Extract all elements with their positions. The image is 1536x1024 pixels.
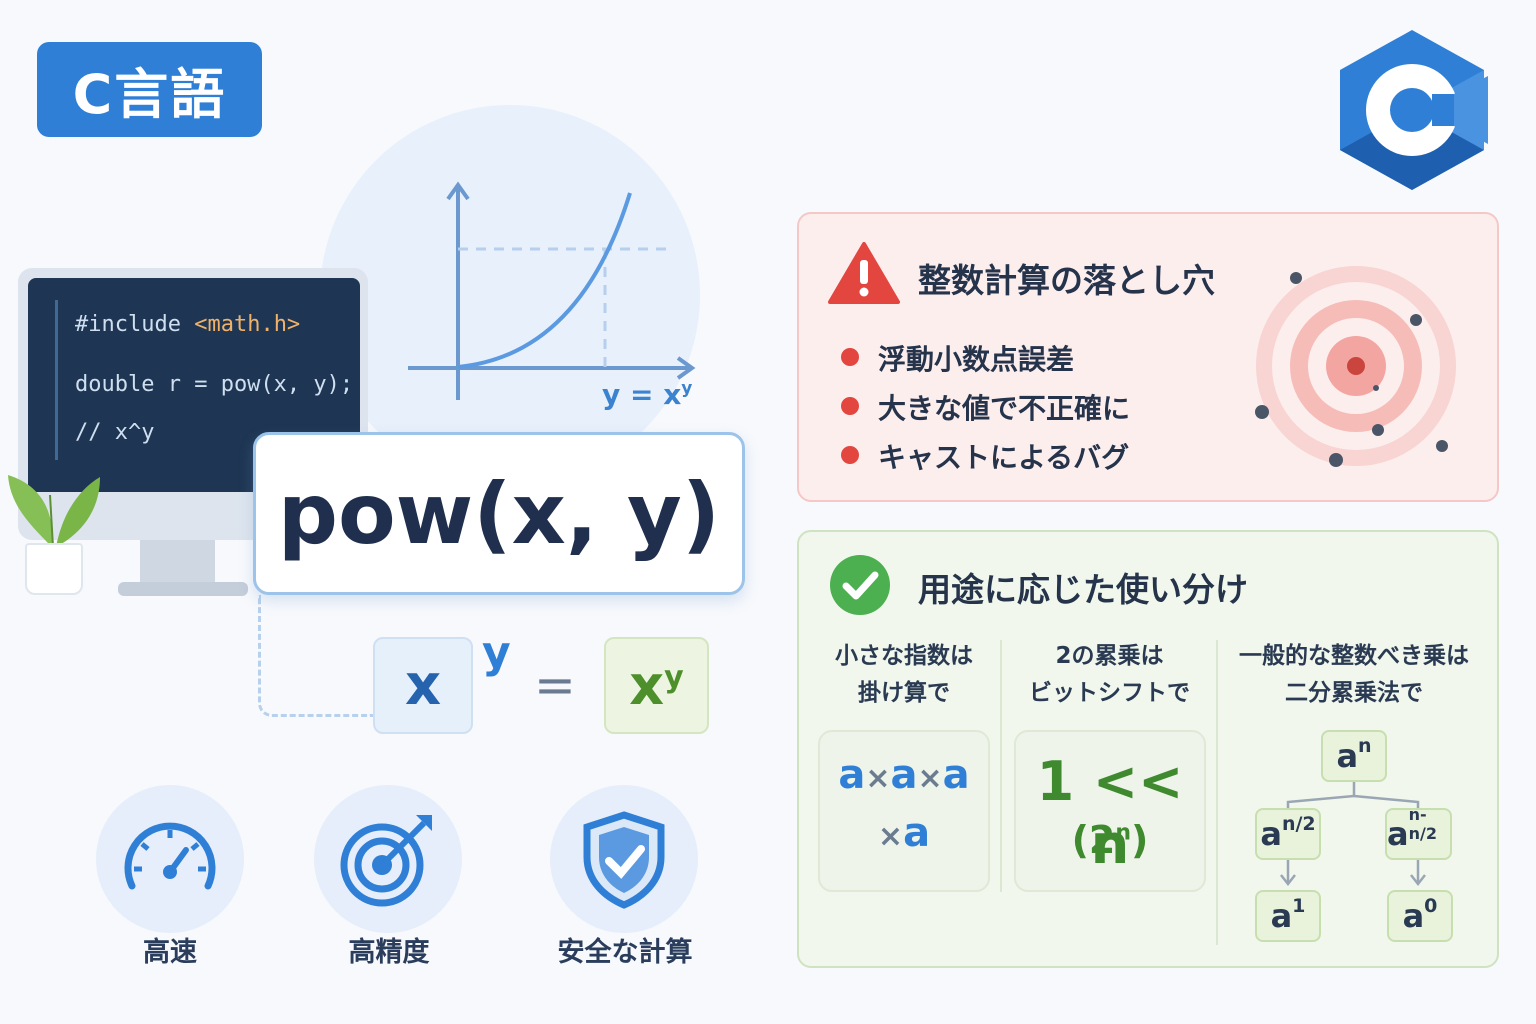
bullet-dot bbox=[841, 348, 859, 366]
code-line-include: #include <math.h> bbox=[75, 312, 301, 337]
usage-title: 用途に応じた使い分け bbox=[918, 570, 1248, 609]
monitor-stand-neck bbox=[140, 540, 215, 585]
power-tree-connectors bbox=[1280, 782, 1426, 887]
speedometer-icon bbox=[124, 822, 216, 890]
bullet-dot bbox=[841, 397, 859, 415]
column-multiply-heading: 小さな指数は 掛け算で bbox=[835, 643, 973, 706]
column-divider bbox=[1000, 640, 1002, 892]
code-line-pow-call: double r = pow(x, y); bbox=[75, 372, 354, 397]
code-line-comment: // x^y bbox=[75, 420, 155, 445]
dashed-connector bbox=[258, 595, 373, 717]
pitfall-item: 大きな値で不正確に bbox=[878, 392, 1131, 425]
pow-expression-card: pow(x, y) bbox=[253, 432, 745, 595]
bullet-dot bbox=[841, 446, 859, 464]
bitshift-meaning: (2n) bbox=[1071, 818, 1149, 862]
shield-check-icon bbox=[583, 811, 665, 909]
bitshift-expression: 1 << n bbox=[1036, 750, 1184, 876]
plant-icon bbox=[8, 475, 100, 548]
pitfalls-title: 整数計算の落とし穴 bbox=[918, 261, 1215, 300]
pitfall-item: キャストによるバグ bbox=[878, 441, 1130, 474]
check-circle-icon bbox=[830, 555, 890, 615]
target-icon bbox=[340, 815, 432, 907]
column-binary-power-heading: 一般的な整数べき乗は 二分累乗法で bbox=[1239, 643, 1469, 706]
power-curve-graph bbox=[408, 181, 696, 400]
feature-speed-label: 高速 bbox=[143, 937, 197, 968]
multiply-expression: a×a×a ×a bbox=[838, 752, 970, 856]
code-gutter bbox=[55, 300, 58, 460]
feature-precision-label: 高精度 bbox=[348, 937, 430, 968]
page-title: C言語 bbox=[37, 42, 262, 137]
c-language-logo bbox=[1340, 30, 1488, 190]
pitfall-item: 浮動小数点誤差 bbox=[878, 343, 1075, 376]
graph-backdrop bbox=[320, 105, 700, 485]
graph-label: y = xy bbox=[602, 378, 693, 411]
multiply-card bbox=[818, 730, 990, 892]
scattered-target-icon bbox=[1255, 266, 1456, 467]
formula-base-box: x bbox=[373, 637, 473, 734]
monitor-stand-base bbox=[118, 582, 248, 596]
feature-precision-circle bbox=[314, 785, 462, 933]
column-divider bbox=[1216, 640, 1218, 945]
feature-speed-circle bbox=[96, 785, 244, 933]
feature-safety-circle bbox=[550, 785, 698, 933]
feature-safety-label: 安全な計算 bbox=[557, 937, 693, 968]
formula-exponent: y bbox=[482, 627, 511, 678]
formula-equals: = bbox=[534, 656, 576, 714]
plant-pot bbox=[25, 543, 83, 595]
bitshift-card bbox=[1014, 730, 1206, 892]
column-shift-heading: 2の累乗は ビットシフトで bbox=[1029, 643, 1190, 706]
warning-icon bbox=[828, 242, 900, 304]
